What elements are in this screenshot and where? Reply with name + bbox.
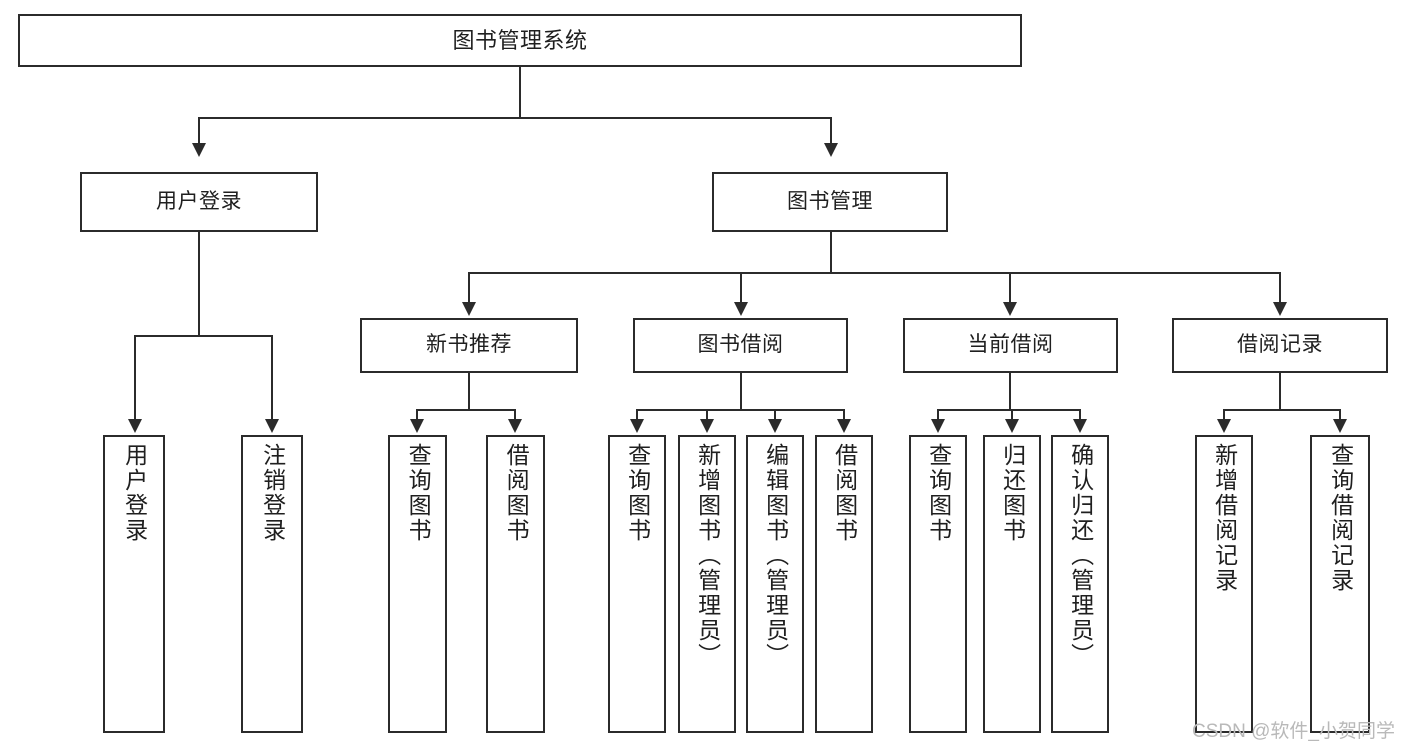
connector-br-branch-2: [1339, 409, 1341, 419]
connector-bm-branch-3: [1009, 272, 1011, 304]
connector-bm-branch-4: [1279, 272, 1281, 304]
arrowhead-bm-to-borrow-record: [1273, 302, 1287, 316]
connector-cb-bar: [937, 409, 1080, 411]
node-leaf-return-book[interactable]: 归还图书: [983, 435, 1041, 733]
node-root-book-management-system[interactable]: 图书管理系统: [18, 14, 1022, 67]
node-leaf-user-login[interactable]: 用户登录: [103, 435, 165, 733]
connector-nbr-branch-1: [416, 409, 418, 419]
node-leaf-query-book-current[interactable]: 查询图书: [909, 435, 967, 733]
node-user-login[interactable]: 用户登录: [80, 172, 318, 232]
node-leaf-add-book-admin[interactable]: 新增图书（管理员）: [678, 435, 736, 733]
arrowhead-root-to-user-login: [192, 143, 206, 157]
arrowhead-br-leaf-2: [1333, 419, 1347, 433]
arrowhead-user-login-leaf-1: [128, 419, 142, 433]
connector-book-management-stem: [830, 232, 832, 272]
node-label: 查询图书: [925, 443, 952, 543]
node-leaf-logout-login[interactable]: 注销登录: [241, 435, 303, 733]
arrowhead-root-to-book-management: [824, 143, 838, 157]
node-label: 用户登录: [121, 443, 148, 543]
connector-br-bar: [1223, 409, 1340, 411]
arrowhead-bb-leaf-2: [700, 419, 714, 433]
connector-root-to-user-login: [198, 117, 200, 145]
connector-user-login-bar: [134, 335, 272, 337]
node-label: 图书借阅: [697, 333, 784, 357]
node-label: 新书推荐: [426, 333, 512, 357]
node-current-borrow[interactable]: 当前借阅: [903, 318, 1118, 373]
node-label: 借阅记录: [1237, 333, 1323, 357]
connector-br-stem: [1279, 373, 1281, 409]
connector-cb-branch-1: [937, 409, 939, 419]
connector-bb-branch-1: [636, 409, 638, 419]
connector-br-branch-1: [1223, 409, 1225, 419]
connector-root-to-book-management: [830, 117, 832, 145]
connector-bb-branch-4: [843, 409, 845, 419]
connector-bb-stem: [740, 373, 742, 409]
node-label: 查询借阅记录: [1327, 443, 1354, 593]
connector-user-login-stem: [198, 232, 200, 335]
node-label: 图书管理系统: [452, 27, 588, 53]
connector-nbr-stem: [468, 373, 470, 409]
node-book-borrow[interactable]: 图书借阅: [633, 318, 848, 373]
node-leaf-query-book-recommend[interactable]: 查询图书: [388, 435, 447, 733]
node-label: 查询图书: [624, 443, 651, 543]
node-leaf-borrow-book[interactable]: 借阅图书: [815, 435, 873, 733]
node-book-management[interactable]: 图书管理: [712, 172, 948, 232]
arrowhead-cb-leaf-1: [931, 419, 945, 433]
connector-root-stem: [519, 67, 521, 117]
node-label: 注销登录: [259, 443, 286, 543]
node-label: 编辑图书（管理员）: [762, 443, 789, 668]
node-label: 查询图书: [405, 443, 432, 543]
node-leaf-query-book-borrow[interactable]: 查询图书: [608, 435, 666, 733]
node-label: 新增借阅记录: [1211, 443, 1238, 593]
node-label: 借阅图书: [503, 443, 530, 543]
connector-nbr-bar: [416, 409, 516, 411]
node-label: 图书管理: [787, 189, 873, 213]
arrowhead-cb-leaf-3: [1073, 419, 1087, 433]
node-label: 当前借阅: [967, 333, 1054, 357]
node-label: 新增图书（管理员）: [694, 443, 721, 668]
arrowhead-nbr-leaf-1: [410, 419, 424, 433]
connector-root-bar: [198, 117, 831, 119]
node-leaf-query-borrow-record[interactable]: 查询借阅记录: [1310, 435, 1370, 733]
arrowhead-bb-leaf-3: [768, 419, 782, 433]
node-label: 确认归还（管理员）: [1067, 443, 1094, 668]
node-leaf-add-borrow-record[interactable]: 新增借阅记录: [1195, 435, 1253, 733]
node-label: 归还图书: [999, 443, 1026, 543]
arrowhead-user-login-leaf-2: [265, 419, 279, 433]
connector-cb-branch-3: [1079, 409, 1081, 419]
arrowhead-bm-to-current-borrow: [1003, 302, 1017, 316]
connector-bb-branch-2: [706, 409, 708, 419]
connector-nbr-branch-2: [514, 409, 516, 419]
node-leaf-borrow-book-recommend[interactable]: 借阅图书: [486, 435, 545, 733]
arrowhead-br-leaf-1: [1217, 419, 1231, 433]
connector-cb-stem: [1009, 373, 1011, 409]
node-label: 用户登录: [156, 189, 242, 213]
arrowhead-nbr-leaf-2: [508, 419, 522, 433]
connector-bb-bar: [636, 409, 844, 411]
arrowhead-bb-leaf-1: [630, 419, 644, 433]
node-new-book-recommend[interactable]: 新书推荐: [360, 318, 578, 373]
connector-bm-branch-2: [740, 272, 742, 304]
node-borrow-record[interactable]: 借阅记录: [1172, 318, 1388, 373]
node-leaf-confirm-return-admin[interactable]: 确认归还（管理员）: [1051, 435, 1109, 733]
node-leaf-edit-book-admin[interactable]: 编辑图书（管理员）: [746, 435, 804, 733]
connector-bb-branch-3: [774, 409, 776, 419]
arrowhead-bb-leaf-4: [837, 419, 851, 433]
connector-user-login-branch-1: [134, 335, 136, 421]
connector-cb-branch-2: [1011, 409, 1013, 419]
node-label: 借阅图书: [831, 443, 858, 543]
arrowhead-cb-leaf-2: [1005, 419, 1019, 433]
connector-user-login-branch-2: [271, 335, 273, 421]
connector-book-management-bar: [468, 272, 1280, 274]
arrowhead-bm-to-new-book-recommend: [462, 302, 476, 316]
connector-bm-branch-1: [468, 272, 470, 304]
arrowhead-bm-to-book-borrow: [734, 302, 748, 316]
